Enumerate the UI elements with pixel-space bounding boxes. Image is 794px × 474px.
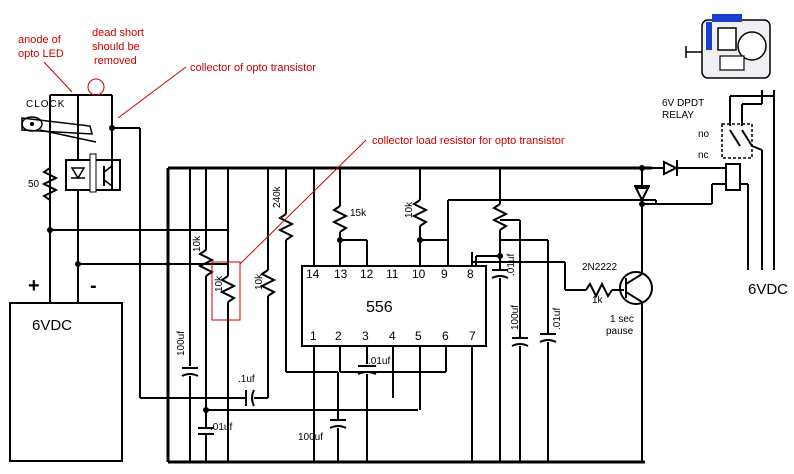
- cap-1uf-label: .1uf: [238, 374, 255, 385]
- battery-box: [9, 302, 123, 462]
- cap-01uf-b-label: .01uf: [506, 254, 517, 276]
- pin-13: 13: [334, 267, 348, 281]
- pin-4: 4: [389, 329, 396, 343]
- collector-annotation: collector of opto transistor: [190, 62, 316, 74]
- load-resistor-pointer: [239, 139, 367, 265]
- pin-1: 1: [310, 329, 317, 343]
- resistor-10k-e: [491, 203, 509, 231]
- opto-slot: [89, 153, 97, 193]
- battery-minus: -: [90, 275, 97, 297]
- pin-5: 5: [415, 329, 422, 343]
- resistor-50: [41, 160, 59, 230]
- cap-100uf-a-label: 100uf: [176, 331, 187, 356]
- pin-2: 2: [335, 329, 342, 343]
- pin-11: 11: [386, 267, 399, 281]
- resistor-240k-label: 240k: [272, 185, 283, 208]
- resistor-50-label: 50: [28, 179, 40, 190]
- pin-14: 14: [306, 267, 320, 281]
- supply-label: 6VDC: [748, 281, 788, 298]
- clock-hand-icon: [21, 116, 97, 143]
- relay-nc-label: nc: [698, 150, 709, 161]
- battery-label: 6VDC: [32, 317, 72, 334]
- resistor-10k-load-label: 10k: [214, 275, 225, 292]
- resistor-1k-label: 1k: [592, 295, 604, 306]
- cap-01uf-d-label: .01uf: [368, 356, 390, 367]
- clock-motor-icon: [685, 14, 771, 79]
- relay-label-2: RELAY: [662, 110, 694, 121]
- cap-100uf-c-label: 100uf: [510, 305, 521, 330]
- anode-annotation-2: opto LED: [18, 48, 64, 60]
- dead-short-annotation-2: should be: [92, 41, 140, 53]
- relay-label-1: 6V DPDT: [662, 98, 704, 109]
- collector-pointer: [117, 66, 187, 119]
- dead-short-annotation-1: dead short: [92, 27, 144, 39]
- diode-flyback-icon: [634, 187, 650, 203]
- resistor-10k-c: [259, 269, 277, 297]
- pin-6: 6: [442, 329, 449, 343]
- pause-label-1: 1 sec: [610, 314, 634, 325]
- ic-556: [301, 265, 487, 347]
- resistor-10k-load: [219, 275, 237, 303]
- anode-annotation-1: anode of: [18, 34, 62, 46]
- resistor-240k: [277, 213, 295, 241]
- pin-9: 9: [441, 267, 448, 281]
- pause-label-2: pause: [606, 326, 634, 337]
- resistor-1k: [585, 281, 613, 299]
- battery-plus: +: [28, 275, 40, 297]
- resistor-10k-c-label: 10k: [254, 273, 265, 290]
- relay-coil: [725, 163, 741, 191]
- opto-led-icon: [70, 167, 86, 180]
- load-resistor-annotation: collector load resistor for opto transis…: [372, 135, 565, 147]
- pin-10: 10: [412, 267, 426, 281]
- relay-no-label: no: [698, 129, 710, 140]
- transistor-2n2222: [619, 271, 653, 305]
- pin-3: 3: [362, 329, 369, 343]
- ic-556-label: 556: [366, 299, 393, 316]
- relay-contacts: [721, 123, 753, 159]
- cap-100uf-b-label: 100uf: [298, 432, 323, 443]
- resistor-15k-label: 15k: [350, 208, 367, 219]
- resistor-10k-a-label: 10k: [192, 235, 203, 252]
- pin-7: 7: [469, 329, 476, 343]
- diode-series-icon: [663, 160, 679, 176]
- resistor-10k-a: [197, 249, 215, 277]
- resistor-15k: [331, 205, 349, 233]
- clock-label: CLOCK: [26, 99, 65, 110]
- cap-01uf-c-label: .01uf: [552, 308, 563, 330]
- dead-short-highlight: [87, 78, 105, 96]
- resistor-10k-d: [411, 199, 429, 227]
- load-resistor-highlight: [211, 261, 241, 321]
- pin-8: 8: [467, 267, 474, 281]
- resistor-10k-d-label: 10k: [404, 201, 415, 218]
- anode-pointer: [43, 61, 73, 93]
- dead-short-annotation-3: removed: [94, 55, 137, 67]
- pin-12: 12: [360, 267, 374, 281]
- transistor-label: 2N2222: [582, 262, 617, 273]
- cap-01uf-a-label: .01uf: [210, 422, 232, 433]
